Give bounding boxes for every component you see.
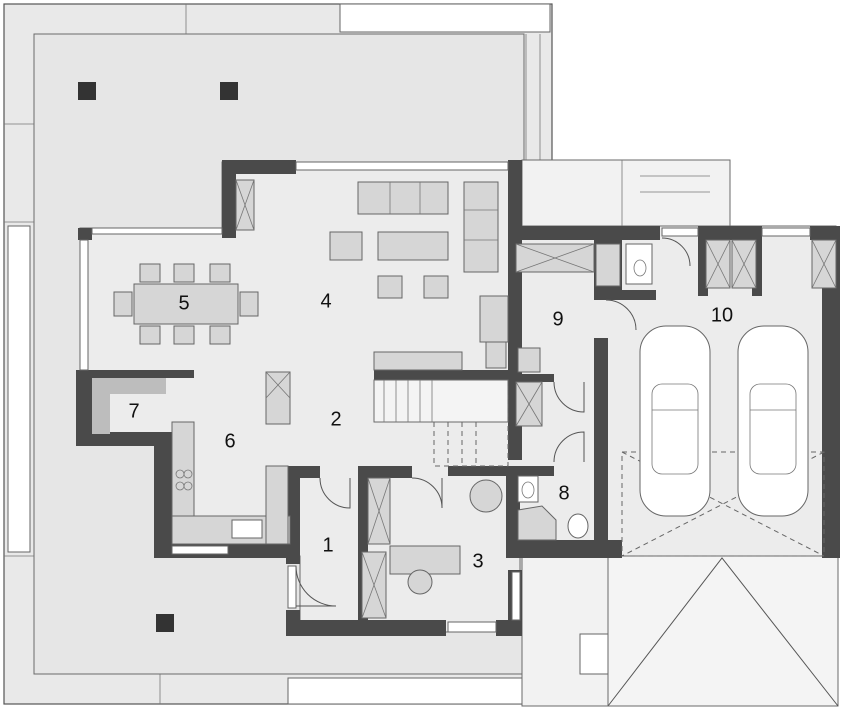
room-label-3: 3 [472,550,483,572]
room-label-2: 2 [330,408,341,430]
room-label-8: 8 [558,482,569,504]
car-right [737,325,809,517]
entry-office-furniture [361,477,503,619]
stairs [373,379,543,467]
room-labels: 1 2 3 4 5 6 7 8 9 10 [128,290,733,572]
room-label-5: 5 [178,292,189,314]
bath-hall-furniture [515,243,653,541]
doors [295,237,691,607]
windows [79,161,811,633]
living-furniture [235,179,509,371]
room-label-1: 1 [322,534,333,556]
driveway [521,159,839,707]
room-label-6: 6 [224,430,235,452]
room-label-4: 4 [320,290,331,312]
car-left [639,325,711,517]
pillars [78,82,238,632]
room-label-7: 7 [128,400,139,422]
garage [621,239,837,557]
room-label-10: 10 [711,304,733,326]
room-label-9: 9 [552,308,563,330]
kitchen-furniture [171,371,291,545]
dining-furniture [113,263,259,345]
